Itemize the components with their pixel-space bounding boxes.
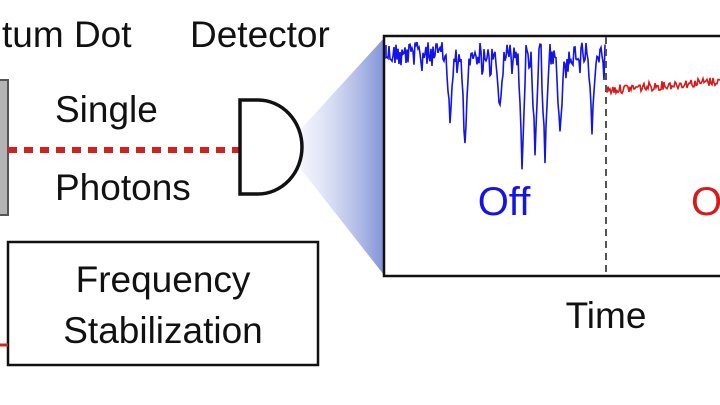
plot-frame (382, 34, 720, 278)
frequency-label: Frequency (76, 259, 251, 300)
stabilization-label: Stabilization (63, 310, 263, 351)
detector-shape (238, 98, 304, 196)
frequency-stabilization-box (6, 240, 320, 367)
single-photons-label-top: Single (55, 89, 158, 130)
quantum-dot-label: tum Dot (2, 14, 132, 55)
off-trace (385, 41, 606, 170)
on-trace (606, 75, 720, 96)
on-label: O (691, 180, 720, 224)
quantum-dot-sample (0, 79, 9, 216)
detector-label: Detector (190, 14, 330, 55)
zoom-cone (300, 38, 384, 275)
time-axis-label: Time (566, 295, 647, 336)
off-label: Off (478, 180, 532, 224)
single-photons-label-bottom: Photons (55, 167, 191, 208)
